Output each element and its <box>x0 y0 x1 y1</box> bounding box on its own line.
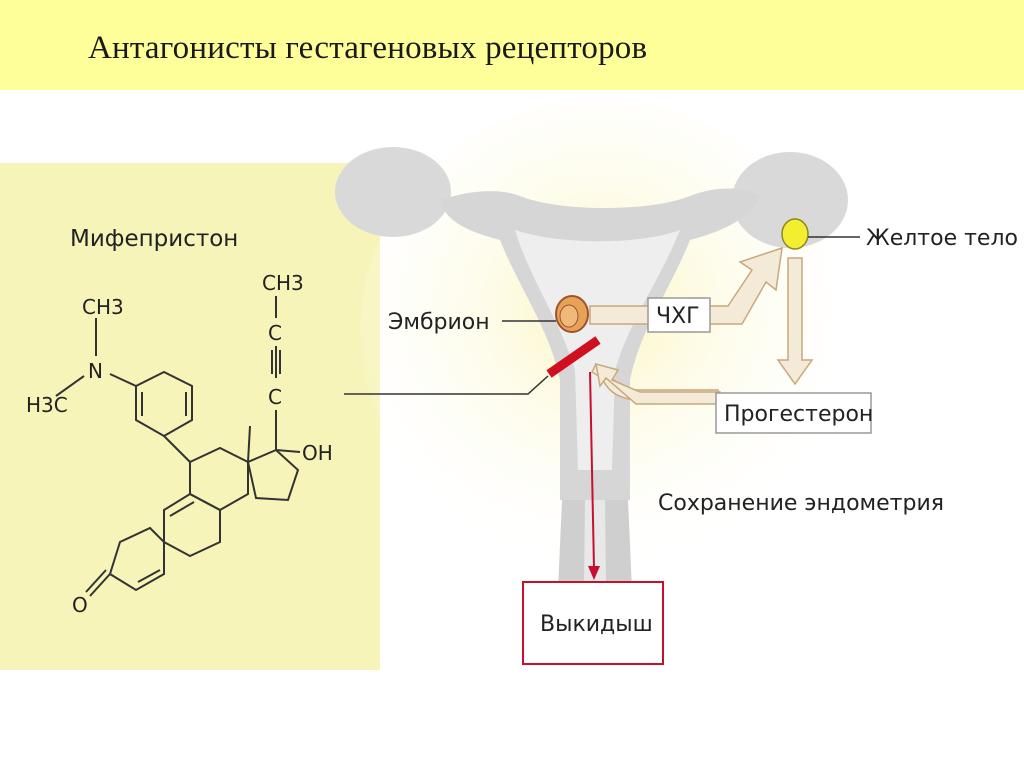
drug-pointer-line <box>344 375 549 395</box>
hcg-box <box>647 297 711 333</box>
endometrium-label: Сохранение эндометрия <box>658 491 944 516</box>
embryo-label: Эмбрион <box>388 310 490 335</box>
miscarriage-arrow-shaft <box>589 371 595 569</box>
corpus-luteum <box>781 218 809 250</box>
uterus-illustration <box>335 147 848 590</box>
atom-oh: OH <box>302 441 333 465</box>
atom-ch3-amine: CH3 <box>82 295 124 319</box>
title-bar: Антагонисты гестагеновых рецепторов <box>0 0 1024 90</box>
corpus-luteum-label: Желтое тело <box>866 226 1018 251</box>
atom-o: O <box>72 593 88 617</box>
slide-title: Антагонисты гестагеновых рецепторов <box>88 30 648 66</box>
progesterone-box <box>715 392 872 434</box>
uterine-cavity <box>515 230 680 470</box>
embryo <box>555 295 589 333</box>
miscarriage-label: Выкидыш <box>540 612 653 637</box>
progesterone-arrow-body <box>595 362 721 405</box>
miscarriage-arrow-head <box>588 566 600 580</box>
right-ovary <box>732 152 848 248</box>
progesterone-label: Прогестерон <box>724 402 873 427</box>
receptor-blocker <box>546 336 601 378</box>
atom-c1: C <box>268 321 282 345</box>
hcg-label: ЧХГ <box>656 304 700 329</box>
cervical-canal <box>584 500 606 585</box>
drug-name: Мифепристон <box>70 226 238 252</box>
mifepristone-structure <box>55 296 301 597</box>
molecule-panel <box>0 163 380 670</box>
miscarriage-box <box>522 581 664 665</box>
atom-n: N <box>88 359 103 383</box>
left-ovary <box>335 147 451 237</box>
atom-c2: C <box>268 385 282 409</box>
atom-h3c: H3C <box>26 393 68 417</box>
atom-ch3-alkyne: CH3 <box>262 271 304 295</box>
corpus-luteum-down-arrow <box>776 257 814 386</box>
